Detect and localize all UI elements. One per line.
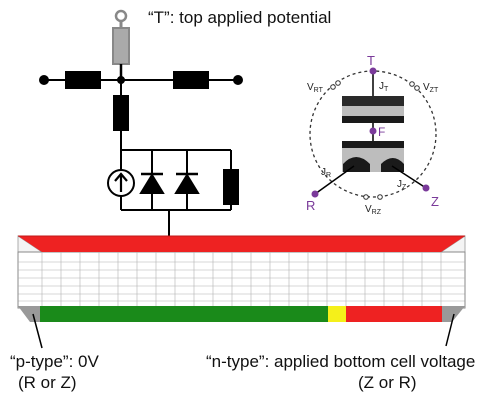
z-contact-well — [381, 158, 404, 172]
p-type-options-label: (R or Z) — [18, 373, 77, 392]
n-type-region — [346, 306, 442, 322]
node-F-label: F — [378, 125, 385, 139]
node-Z-label: Z — [431, 194, 439, 209]
node-F-dot — [369, 127, 377, 135]
node-T-dot — [369, 67, 377, 75]
top-contact-resistor — [112, 27, 130, 65]
device-slab — [17, 235, 466, 349]
j-t-label: JT — [379, 81, 389, 93]
top-potential-label: “T”: top applied potential — [148, 8, 332, 27]
junction-region — [328, 306, 346, 322]
p-type-contact — [18, 306, 40, 322]
n-type-options-label: (Z or R) — [358, 373, 417, 392]
top-terminal — [114, 9, 128, 23]
slab-front-mesh — [17, 251, 466, 309]
n-type-leader — [445, 313, 455, 347]
right-lateral-resistor — [173, 71, 209, 89]
top-electrode-layer — [342, 96, 404, 106]
j-z-label: JZ — [397, 179, 407, 191]
right-terminal — [233, 75, 243, 85]
diode-1 — [139, 173, 165, 194]
v-rt-label: VRT — [307, 82, 324, 94]
top-emitter-layer — [18, 236, 465, 252]
p-type-label: “p-type”: 0V — [10, 352, 99, 371]
bottom-electrode-layer — [342, 141, 404, 148]
v-rz-label: VRZ — [365, 204, 382, 216]
left-terminal — [39, 75, 49, 85]
diode-2 — [174, 173, 200, 194]
node-Z-dot — [422, 184, 430, 192]
left-lateral-resistor — [65, 71, 101, 89]
shunt-resistor — [223, 169, 239, 205]
inset-terminal-diagram: T F R Z VRT VZT VRZ JT JR JZ — [306, 53, 439, 216]
node-T-label: T — [367, 53, 375, 68]
equivalent-circuit — [39, 9, 243, 236]
mid-electrode-layer — [342, 116, 404, 123]
j-r-label: JR — [321, 167, 331, 179]
v-zt-label: VZT — [423, 82, 439, 94]
n-type-label: “n-type”: applied bottom cell voltage — [206, 352, 476, 371]
p-type-leader — [32, 313, 43, 349]
series-resistor — [113, 95, 129, 131]
node-R-dot — [311, 190, 319, 198]
p-type-region — [40, 306, 328, 322]
node-R-label: R — [306, 198, 315, 213]
top-cell-layer — [342, 106, 404, 116]
